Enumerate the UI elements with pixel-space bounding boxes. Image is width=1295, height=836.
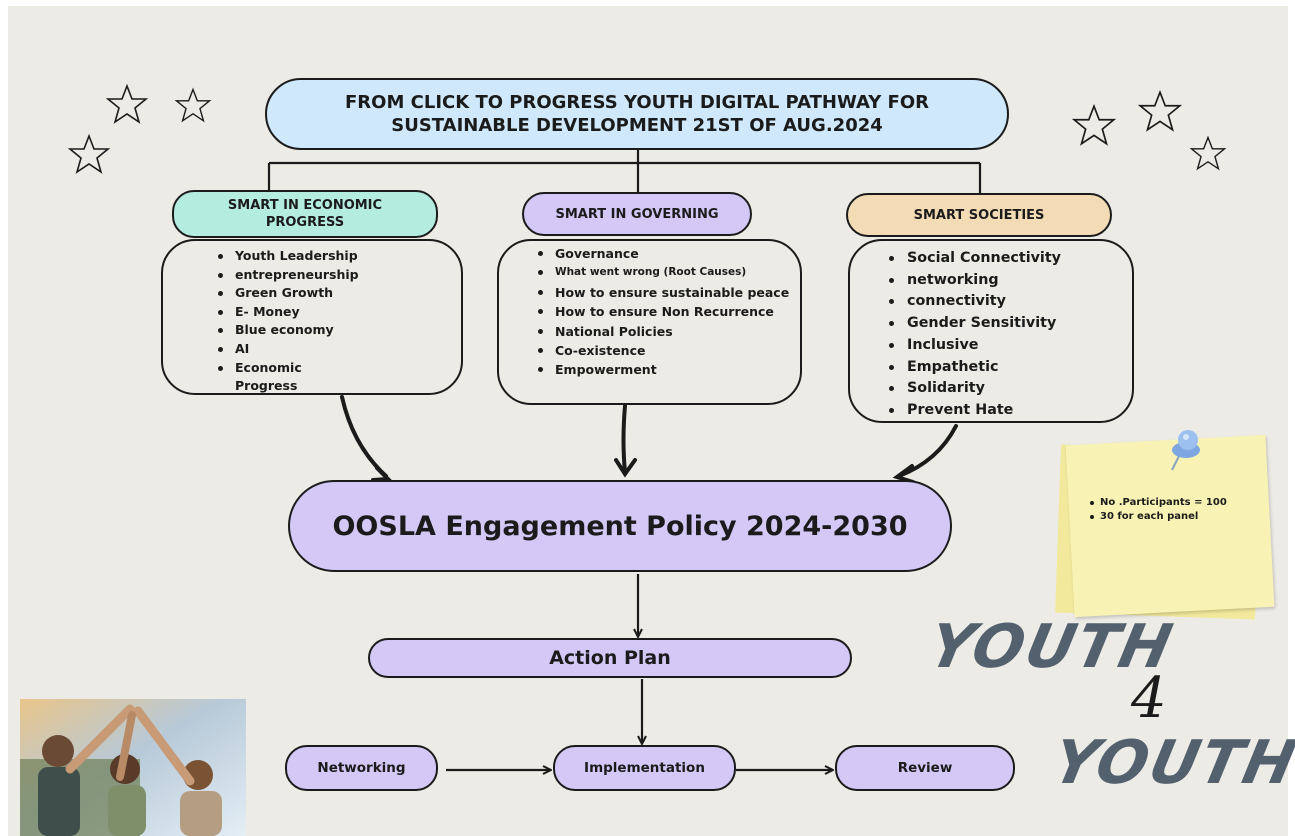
- governing-topics-list: Governance What went wrong (Root Causes)…: [499, 241, 800, 380]
- list-item: Empowerment: [538, 360, 800, 379]
- category-societies-label: SMART SOCIETIES: [913, 207, 1045, 223]
- governing-topics-box: Governance What went wrong (Root Causes)…: [497, 239, 802, 405]
- economic-topics-list: Youth Leadership entrepreneurship Green …: [163, 241, 461, 396]
- star-icon: [1137, 89, 1183, 132]
- straight-arrows: [446, 574, 832, 770]
- implementation-node: Implementation: [553, 745, 736, 791]
- list-item: networking: [889, 270, 1132, 292]
- star-icon: [105, 83, 149, 124]
- list-item: Green Growth: [218, 284, 461, 303]
- economic-topics-box: Youth Leadership entrepreneurship Green …: [161, 239, 463, 395]
- list-item: Co-existence: [538, 341, 800, 360]
- list-item: Gender Sensitivity: [889, 313, 1132, 335]
- sticky-note-list: No .Participants = 100 30 for each panel: [1090, 496, 1227, 524]
- star-icon: [1071, 103, 1117, 146]
- sticky-note-item: 30 for each panel: [1090, 510, 1227, 524]
- societies-topics-box: Social Connectivity networking connectiv…: [848, 239, 1134, 423]
- brand-four: 4: [1131, 666, 1167, 731]
- star-icon: [67, 133, 111, 174]
- push-pin-icon: [1171, 430, 1200, 471]
- arrow-societies-to-policy: [897, 424, 958, 478]
- category-economic-header: SMART IN ECONOMIC PROGRESS: [172, 190, 438, 238]
- list-item: Economic: [218, 359, 461, 378]
- diagram-canvas: FROM CLICK TO PROGRESS YOUTH DIGITAL PAT…: [8, 6, 1295, 836]
- connector-lines: [267, 150, 982, 836]
- brand-youth-bottom: YOUTH: [1046, 728, 1295, 798]
- list-item: Prevent Hate: [889, 400, 1132, 422]
- youth-group-photo: [20, 699, 246, 836]
- action-plan-node: Action Plan: [368, 638, 852, 678]
- title-line-2: SUSTAINABLE DEVELOPMENT 21ST OF AUG.2024: [391, 115, 883, 136]
- list-item: Governance: [538, 244, 800, 263]
- star-icon: [174, 87, 212, 123]
- list-item: Youth Leadership: [218, 247, 461, 266]
- list-item: E- Money: [218, 303, 461, 322]
- list-item: Social Connectivity: [889, 248, 1132, 270]
- category-governing-header: SMART IN GOVERNING: [522, 192, 752, 236]
- list-item: Blue economy: [218, 321, 461, 340]
- sticky-note-item: No .Participants = 100: [1090, 497, 1227, 508]
- arrow-governing-to-policy: [621, 404, 627, 474]
- networking-node: Networking: [285, 745, 438, 791]
- list-item: What went wrong (Root Causes): [538, 263, 800, 282]
- list-item: AI: [218, 340, 461, 359]
- networking-label: Networking: [317, 760, 406, 776]
- category-governing-label: SMART IN GOVERNING: [555, 206, 719, 222]
- list-item: entrepreneurship: [218, 266, 461, 285]
- societies-topics-list: Social Connectivity networking connectiv…: [850, 241, 1132, 422]
- title-line-1: FROM CLICK TO PROGRESS YOUTH DIGITAL PAT…: [345, 92, 929, 113]
- category-economic-label-line-1: SMART IN ECONOMIC: [227, 198, 383, 213]
- list-item: Solidarity: [889, 378, 1132, 400]
- category-societies-header: SMART SOCIETIES: [846, 193, 1112, 237]
- category-economic-label-line-2: PROGRESS: [265, 215, 345, 230]
- list-item: connectivity: [889, 291, 1132, 313]
- arrow-head-economic: [371, 466, 393, 482]
- list-item: National Policies: [538, 322, 800, 341]
- list-item-continuation: Progress: [235, 378, 298, 394]
- list-item: How to ensure sustainable peace: [538, 283, 800, 302]
- implementation-label: Implementation: [584, 760, 705, 776]
- policy-label: OOSLA Engagement Policy 2024-2030: [332, 510, 908, 542]
- tree-connectors: [267, 150, 982, 194]
- review-label: Review: [897, 760, 953, 776]
- title-box: FROM CLICK TO PROGRESS YOUTH DIGITAL PAT…: [265, 78, 1009, 150]
- policy-node: OOSLA Engagement Policy 2024-2030: [288, 480, 952, 572]
- list-item: How to ensure Non Recurrence: [538, 302, 800, 321]
- action-plan-label: Action Plan: [549, 647, 671, 669]
- review-node: Review: [835, 745, 1015, 791]
- arrow-economic-to-policy: [340, 395, 388, 478]
- list-item: Inclusive: [889, 335, 1132, 357]
- sticky-note: No .Participants = 100 30 for each panel: [1055, 430, 1275, 620]
- list-item: Empathetic: [889, 357, 1132, 379]
- arrow-head-governing: [614, 458, 637, 478]
- star-icon: [1189, 135, 1227, 171]
